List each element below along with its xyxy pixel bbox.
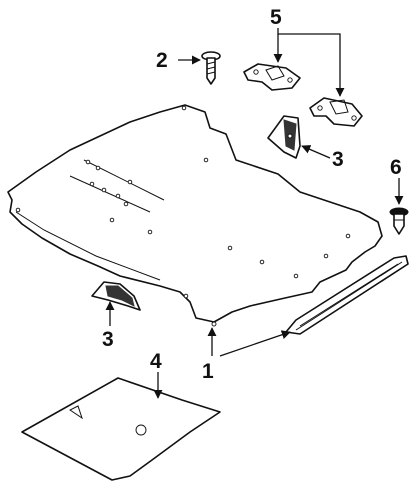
floor-mat — [7, 104, 383, 327]
callout-6: 6 — [390, 156, 402, 179]
leader-lines — [105, 28, 404, 399]
sill-plate — [285, 255, 409, 335]
callout-3-upper: 3 — [332, 148, 344, 171]
callout-2: 2 — [156, 49, 168, 72]
wheelhouse-cover-left — [91, 281, 141, 311]
wheelhouse-cover-right — [267, 115, 301, 159]
trunk-mat — [21, 377, 221, 481]
callout-4: 4 — [150, 350, 162, 373]
hinge-clip-lower — [309, 97, 363, 127]
callout-1: 1 — [202, 360, 214, 383]
callout-5: 5 — [270, 6, 282, 29]
screw — [201, 51, 221, 85]
hinge-clip-upper — [243, 63, 301, 91]
push-pin-clip — [389, 207, 409, 235]
callout-3-lower: 3 — [102, 328, 114, 351]
